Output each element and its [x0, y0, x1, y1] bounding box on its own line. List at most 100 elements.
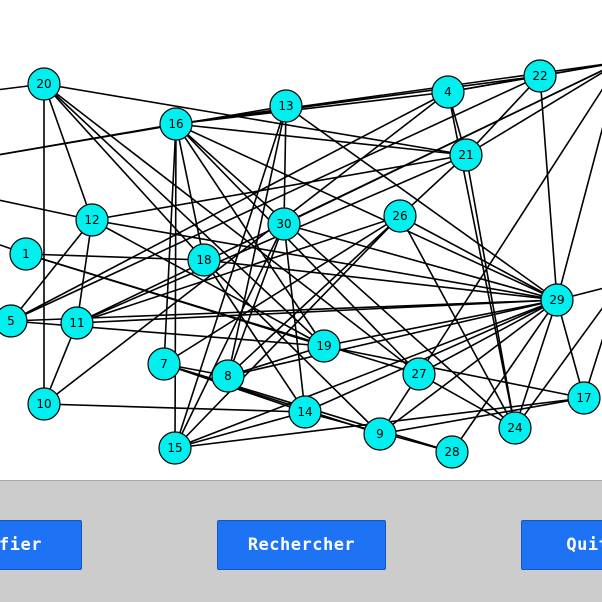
graph-node[interactable]: 30: [267, 207, 301, 241]
node-circle: [288, 395, 322, 429]
graph-node[interactable]: 1: [9, 237, 43, 271]
graph-node[interactable]: 16: [159, 107, 193, 141]
node-label: 20: [36, 77, 51, 91]
graph-edge: [174, 411, 306, 449]
graph-edge: [379, 299, 558, 435]
graph-edge: [399, 215, 516, 429]
search-button[interactable]: Rechercher: [217, 520, 386, 570]
graph-node[interactable]: 24: [498, 411, 532, 445]
graph-node[interactable]: 9: [363, 417, 397, 451]
node-circle: [307, 329, 341, 363]
quit-button[interactable]: Quitter: [521, 520, 602, 570]
graph-edge: [283, 223, 306, 413]
node-label: 16: [168, 117, 183, 131]
node-circle: [187, 243, 221, 277]
graph-svg: 1457891011121314151617181920212224262728…: [0, 59, 602, 469]
graph-node[interactable]: 18: [187, 243, 221, 277]
node-label: 22: [532, 69, 547, 83]
graph-edge: [76, 299, 558, 324]
graph-edge: [10, 219, 93, 322]
graph-edge: [43, 83, 420, 375]
graph-node[interactable]: 22: [523, 59, 557, 93]
graph-node[interactable]: 29: [540, 283, 574, 317]
node-circle: [540, 283, 574, 317]
graph-node[interactable]: 12: [75, 203, 109, 237]
node-label: 9: [376, 427, 384, 441]
node-label: 13: [278, 99, 293, 113]
graph-edge: [418, 299, 558, 375]
graph-edge: [556, 126, 602, 301]
graph-edge: [43, 403, 306, 413]
graph-node[interactable]: 14: [288, 395, 322, 429]
node-label: 11: [69, 316, 84, 330]
graph-node[interactable]: 28: [435, 435, 469, 469]
graph-edge: [227, 154, 467, 377]
graph-node[interactable]: 27: [402, 357, 436, 391]
node-circle: [267, 207, 301, 241]
graph-edge: [175, 123, 467, 156]
graph-edge: [175, 123, 558, 301]
node-label: 18: [196, 253, 211, 267]
graph-edge: [227, 345, 325, 377]
graph-node[interactable]: 17: [567, 381, 601, 415]
node-circle: [27, 67, 61, 101]
node-circle: [211, 359, 245, 393]
node-label: 10: [36, 397, 51, 411]
graph-edge: [10, 75, 541, 322]
graph-edge: [283, 105, 287, 225]
graph-node[interactable]: 5: [0, 304, 28, 338]
graph-edge: [227, 223, 285, 377]
graph-edge: [583, 338, 602, 399]
graph-edge: [465, 71, 602, 156]
graph-node[interactable]: 20: [27, 67, 61, 101]
graph-node[interactable]: 10: [27, 387, 61, 421]
modify-button[interactable]: Modifier: [0, 520, 82, 570]
graph-edge: [43, 91, 449, 405]
graph-edge: [174, 105, 287, 449]
node-label: 30: [276, 217, 291, 231]
graph-node[interactable]: 21: [449, 138, 483, 172]
graph-node[interactable]: 8: [211, 359, 245, 393]
node-layer: 1457891011121314151617181920212224262728…: [0, 59, 601, 469]
graph-node[interactable]: 19: [307, 329, 341, 363]
node-label: 5: [7, 314, 15, 328]
graph-node[interactable]: 7: [147, 347, 181, 381]
node-circle: [158, 431, 192, 465]
node-circle: [159, 107, 193, 141]
graph-edge: [174, 123, 177, 449]
graph-node[interactable]: 11: [60, 306, 94, 340]
node-label: 12: [84, 213, 99, 227]
graph-node[interactable]: 13: [269, 89, 303, 123]
graph-node[interactable]: 26: [383, 199, 417, 233]
node-circle: [383, 199, 417, 233]
node-circle: [363, 417, 397, 451]
node-circle: [431, 75, 465, 109]
node-circle: [498, 411, 532, 445]
node-circle: [449, 138, 483, 172]
edge-layer: [0, 63, 602, 453]
graph-edge: [174, 223, 285, 449]
node-label: 29: [549, 293, 564, 307]
graph-node[interactable]: 4: [431, 75, 465, 109]
node-circle: [27, 387, 61, 421]
node-label: 21: [458, 148, 473, 162]
graph-edge: [10, 91, 449, 322]
graph-edge: [76, 154, 467, 324]
graph-edge: [25, 253, 420, 375]
graph-edge: [203, 259, 306, 413]
graph-edge: [323, 299, 558, 347]
graph-edge: [163, 123, 177, 365]
graph-edge: [514, 299, 558, 429]
node-circle: [9, 237, 43, 271]
graph-edge: [91, 219, 558, 301]
node-label: 15: [167, 441, 182, 455]
graph-edge: [76, 215, 401, 324]
graph-edge: [43, 83, 205, 261]
graph-edge: [399, 215, 558, 301]
node-label: 7: [160, 357, 168, 371]
graph-edge: [203, 259, 381, 435]
graph-edge: [539, 75, 558, 301]
graph-node[interactable]: 15: [158, 431, 192, 465]
